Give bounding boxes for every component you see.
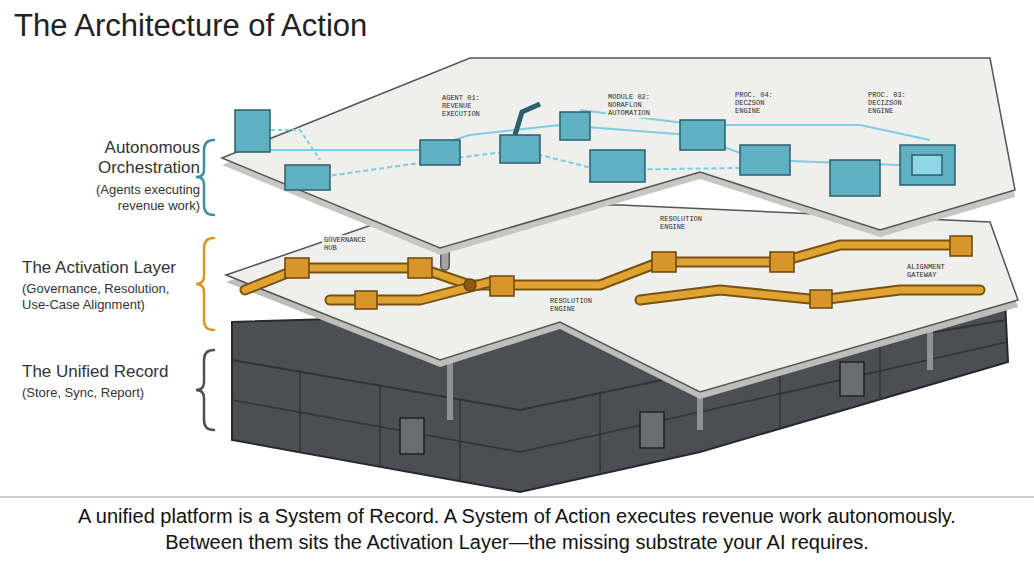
layer-description: (Governance, Resolution, Use-Case Alignm… [22, 281, 200, 314]
component-tag: GOVERNANCE HUB [322, 235, 372, 253]
diagram-caption: A unified platform is a System of Record… [47, 503, 987, 555]
diagram-title: The Architecture of Action [14, 8, 367, 44]
orange-hubs [285, 236, 972, 309]
layer-name: Autonomous Orchestration [20, 138, 200, 179]
layer-name: The Activation Layer [22, 258, 202, 278]
component-tag: PROC. 04: DECZSON ENGINE [733, 90, 795, 116]
component-tag: MODULE 02: NORAFLON AUTOMATION [606, 92, 676, 118]
layer-name: The Unified Record [22, 362, 202, 382]
component-tag: RESOLUTION ENGINE [548, 296, 600, 314]
layer-description: (Agents executing revenue work) [50, 182, 200, 215]
component-tag: ALIGNMENT GATEWAY [905, 262, 963, 280]
orchestration-plate [222, 58, 1015, 255]
layer-description: (Store, Sync, Report) [22, 385, 200, 401]
component-tag: RESOLUTION ENGINE [658, 214, 710, 232]
caption-divider [0, 497, 1034, 498]
activation-plate [226, 205, 1018, 399]
component-tag: PROC. 03: DECIZSON ENGINE [866, 90, 932, 116]
component-tag: AGENT 01: REVENUE EXECUTION [440, 93, 502, 119]
agent-machines [235, 104, 955, 196]
